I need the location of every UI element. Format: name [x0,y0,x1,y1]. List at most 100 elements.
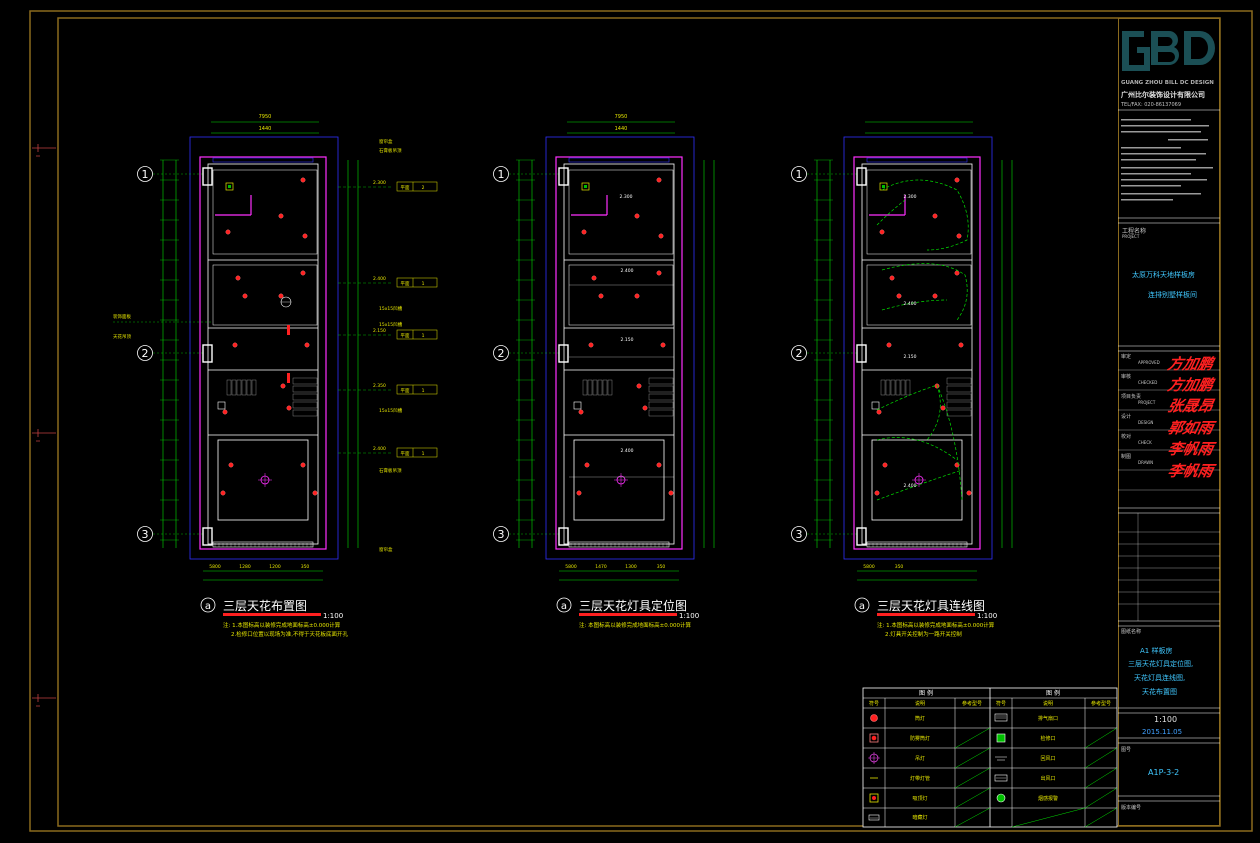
supply-air-symbol [994,774,1008,782]
downlight-14 [300,462,306,468]
downlight-15 [874,490,880,496]
side-note-2: 石膏板吊顶 [379,147,402,154]
project-name-line-2: 连排别墅样板间 [1148,291,1197,299]
downlight-13 [882,462,888,468]
plan-label-bubble [854,597,870,613]
dim-bottom-4: 350 [301,564,310,570]
role-en-checked: CHECKED [1138,380,1158,385]
stair-tread [895,379,901,396]
downlight-1 [225,229,231,235]
signature-approved: 方加鹏 [1165,355,1215,373]
legend-row-2-right: 检修口 [1040,735,1055,742]
exterior-wall [199,156,327,550]
ceiling-zone-2 [866,264,972,326]
side-note-4: 15x15凹槽 [379,321,403,328]
downlight-7 [242,293,248,299]
plan-label-letter: a [859,601,865,612]
ceiling-zone-1 [866,169,972,255]
closet-shelf [648,409,674,417]
ceiling-light-1 [879,182,888,191]
company-name-cn: 广州比尔装饰设计有限公司 [1121,91,1205,99]
callout-level-3: 2.150 [373,328,386,334]
smoke-detector-symbol [996,793,1006,803]
role-en-project: PROJECT [1138,400,1156,405]
downlight-13 [228,462,234,468]
drawing-number: A1P-3-2 [1148,768,1180,777]
project-label: 工程名称 [1122,228,1147,235]
dim-bottom-2: 350 [895,564,904,570]
legend-row-5-right: 烟感报警 [1038,795,1058,802]
stair-tread [905,379,911,396]
downlight-16 [966,490,972,496]
downlight-11 [876,409,882,415]
downlight-12 [642,405,648,411]
callout-box-4 [396,384,438,395]
stair-tread [602,379,608,396]
legend-row-4-right: 出风口 [1040,775,1055,782]
grid-axis-bubble-3 [137,526,153,542]
column-2 [202,344,213,363]
stair-tread [582,379,588,396]
signature-project: 张晟昂 [1165,397,1215,415]
exterior-wall [555,156,683,550]
callout-level-2: 2.400 [373,276,386,282]
signature-checked: 方加鹏 [1165,376,1215,394]
dim-bottom-2: 1280 [239,564,251,570]
plan-title-underline [223,613,321,616]
plan-outline [843,136,993,560]
pendant-light-symbol [868,752,880,764]
stair-tread [236,379,242,396]
wiring-path-6 [876,437,958,461]
downlight-15 [576,490,582,496]
level-label-1: 2.300 [620,194,633,200]
ceiling-light-symbol [869,793,879,803]
downlight-5 [591,275,597,281]
grid-axis-label-2: 2 [142,347,149,360]
role-en-approved: APPROVED [1138,360,1160,365]
downlight-4 [956,233,962,239]
antifog-light-1 [871,401,880,410]
column-3 [856,527,867,546]
hidden-light-symbol [868,814,880,821]
company-contact: TEL/FAX: 020-86137069 [1121,102,1182,108]
closet-shelf [946,401,972,409]
callout-tag-3: 平面 [401,333,410,339]
title-block-frame [1118,18,1220,826]
downlight-11 [222,409,228,415]
level-label-4: 2.400 [904,483,917,489]
closet-shelf [648,385,674,393]
grid-axis-bubble-1 [791,166,807,182]
closet-shelf [648,401,674,409]
downlight-9 [886,342,892,348]
grid-axis-label-3: 3 [142,528,149,541]
level-label-3: 2.150 [904,354,917,360]
ceiling-light-1 [225,182,234,191]
callout-tag-5: 平面 [401,451,410,457]
plan-outline [189,136,339,560]
ceiling-zone-3 [573,439,665,521]
drawing-name-line-2: 三层天花灯具定位图, [1128,660,1194,668]
column-2 [558,344,569,363]
column-2 [856,344,867,363]
section-marker-1 [287,325,290,335]
interior-wall [207,163,319,545]
downlight-9 [588,342,594,348]
plan-label-letter: a [561,601,567,612]
legend-row-3-right: 回风口 [1040,756,1055,762]
drawing-name-line-4: 天花布置图 [1142,688,1177,696]
downlight-3 [278,213,284,219]
signature-check: 李帆雨 [1165,440,1215,458]
role-en-drawn: DRAWN [1138,460,1154,465]
downlight-17 [280,383,286,389]
legend-col-desc: 说明 [915,700,925,707]
level-label-2: 2.400 [621,268,634,274]
role-check: 校对 [1121,434,1132,440]
grid-axis-label-3: 3 [498,528,505,541]
closet-shelf [648,377,674,385]
grid-axis-label-2: 2 [796,347,803,360]
downlight-symbol [870,714,878,722]
role-design: 设计 [1121,414,1132,420]
wiring-path-8 [936,384,963,501]
